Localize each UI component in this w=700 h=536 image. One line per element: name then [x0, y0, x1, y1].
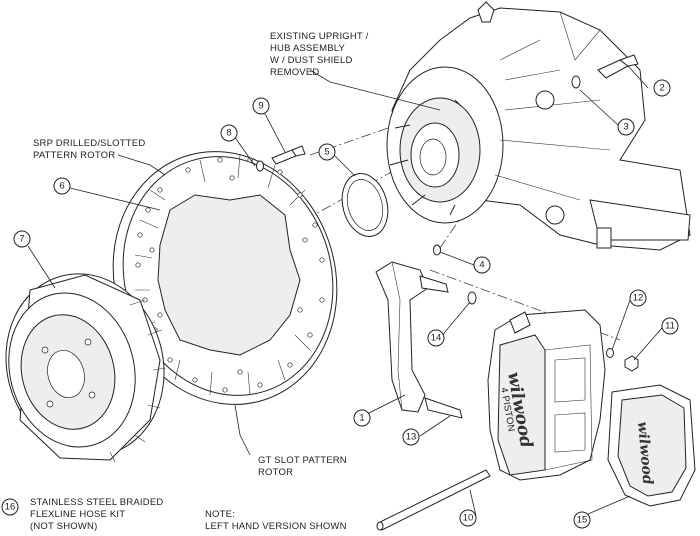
caliper-bracket	[375, 261, 463, 419]
svg-text:14: 14	[431, 333, 442, 344]
callout-16: 16	[1, 498, 19, 516]
svg-text:SRP DRILLED/SLOTTED: SRP DRILLED/SLOTTED	[33, 138, 145, 149]
leader-lines	[27, 65, 663, 521]
callout-7: 7	[13, 230, 31, 248]
svg-text:LEFT HAND VERSION SHOWN: LEFT HAND VERSION SHOWN	[205, 521, 347, 532]
svg-text:1: 1	[359, 413, 364, 424]
label-note: NOTE: LEFT HAND VERSION SHOWN	[205, 509, 347, 532]
svg-text:GT SLOT PATTERN: GT SLOT PATTERN	[258, 455, 347, 466]
svg-text:PATTERN ROTOR: PATTERN ROTOR	[33, 150, 115, 161]
svg-text:12: 12	[633, 293, 644, 304]
svg-text:8: 8	[226, 128, 231, 139]
washer-3	[571, 75, 581, 89]
brake-pads: wilwood	[607, 384, 696, 507]
callout-8: 8	[220, 124, 238, 142]
rotor-hat	[5, 273, 167, 463]
callout-3: 3	[617, 118, 635, 136]
washer-4	[433, 244, 441, 256]
callout-14: 14	[427, 329, 445, 347]
svg-text:5: 5	[324, 147, 329, 158]
pad-brand-logo: wilwood	[634, 421, 655, 486]
label-gt-slot-rotor: GT SLOT PATTERN ROTOR	[258, 455, 347, 478]
label-existing-upright: EXISTING UPRIGHT / HUB ASSEMBLY W / DUST…	[270, 31, 369, 78]
washer-14	[467, 291, 477, 305]
svg-text:W / DUST SHIELD: W / DUST SHIELD	[270, 55, 353, 66]
svg-text:ROTOR: ROTOR	[258, 467, 293, 478]
washer-8	[256, 160, 264, 172]
callout-1: 1	[353, 409, 371, 427]
svg-text:STAINLESS STEEL BRAIDED: STAINLESS STEEL BRAIDED	[30, 497, 163, 508]
callout-2: 2	[653, 79, 671, 97]
washer-12	[606, 348, 614, 358]
spacer-ring-5	[341, 173, 389, 237]
svg-text:7: 7	[19, 234, 24, 245]
svg-text:9: 9	[258, 101, 263, 112]
callout-4: 4	[473, 256, 491, 274]
callout-12: 12	[629, 289, 647, 307]
callout-5: 5	[318, 143, 336, 161]
rotor-bolt-9	[271, 145, 306, 165]
callout-10: 10	[459, 509, 477, 527]
svg-text:3: 3	[623, 122, 628, 133]
callout-11: 11	[661, 317, 679, 335]
callout-13: 13	[402, 428, 420, 446]
svg-text:4: 4	[479, 260, 484, 271]
svg-text:REMOVED: REMOVED	[270, 67, 319, 78]
svg-text:6: 6	[59, 181, 64, 192]
label-srp-rotor: SRP DRILLED/SLOTTED PATTERN ROTOR	[33, 138, 145, 161]
caliper-pin-10	[376, 469, 491, 531]
svg-text:(NOT SHOWN): (NOT SHOWN)	[30, 521, 97, 532]
svg-text:2: 2	[659, 83, 664, 94]
upright-hub-assembly	[386, 1, 691, 251]
svg-text:EXISTING UPRIGHT /: EXISTING UPRIGHT /	[270, 31, 369, 42]
caliper: wilwood 4 PISTON	[487, 309, 606, 481]
svg-text:NOTE:: NOTE:	[205, 509, 235, 520]
svg-text:13: 13	[406, 432, 417, 443]
svg-text:11: 11	[665, 321, 675, 332]
callout-6: 6	[53, 177, 71, 195]
svg-text:HUB ASSEMBLY: HUB ASSEMBLY	[270, 43, 346, 54]
svg-text:16: 16	[5, 502, 16, 513]
svg-text:15: 15	[577, 515, 588, 526]
label-hose-kit: STAINLESS STEEL BRAIDED FLEXLINE HOSE KI…	[30, 497, 163, 532]
svg-text:FLEXLINE HOSE KIT: FLEXLINE HOSE KIT	[30, 509, 125, 520]
svg-text:10: 10	[463, 513, 474, 524]
callout-9: 9	[252, 97, 270, 115]
callout-15: 15	[573, 511, 591, 529]
